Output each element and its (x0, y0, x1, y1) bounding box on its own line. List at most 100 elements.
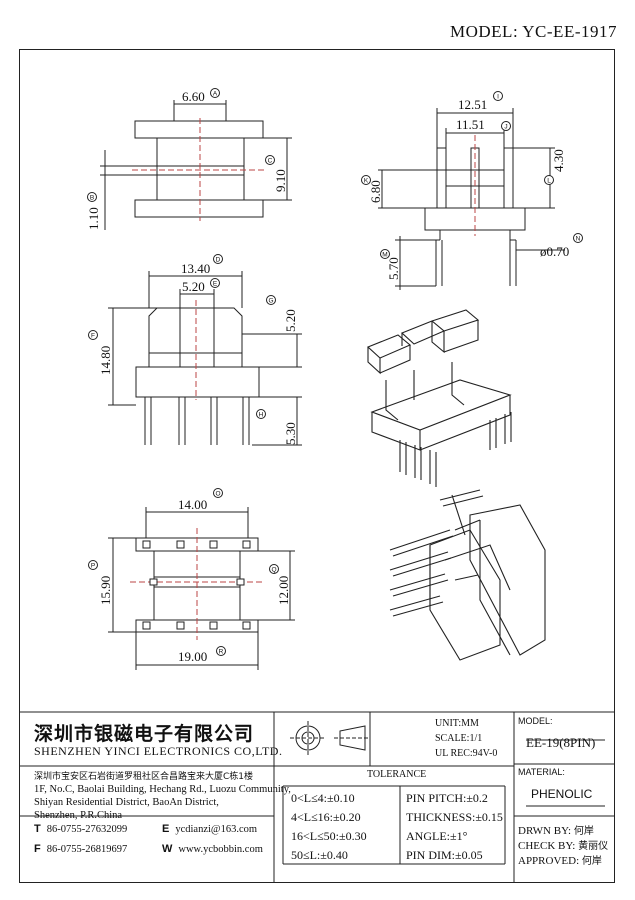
projection-symbol (290, 721, 370, 755)
web-address[interactable]: www.ycbobbin.com (178, 844, 263, 855)
address-en-1: 1F, No.C, Baolai Building, Hechang Rd., … (34, 784, 291, 795)
svg-text:A: A (213, 91, 218, 98)
dim-g-text: 5.20 (283, 309, 298, 332)
dim-r-text: 19.00 (178, 649, 207, 664)
dim-c-text: 9.10 (273, 169, 288, 192)
company-name-cn: 深圳市银磁电子有限公司 (34, 723, 255, 745)
svg-text:G: G (268, 298, 273, 305)
marker-r: R (216, 646, 226, 656)
dim-f-text: 14.80 (98, 346, 113, 375)
svg-text:R: R (219, 649, 224, 656)
tolerance-right-1: PIN PITCH:±0.2 (406, 791, 488, 805)
dim-d-text: 13.40 (181, 261, 210, 276)
title-block-grid (19, 711, 615, 883)
dim-q-text: 12.00 (276, 576, 291, 605)
dim-i-text: 12.51 (458, 97, 487, 112)
marker-l: L (544, 175, 554, 185)
tolerance-left-2: 4<L≤16:±0.20 (291, 810, 361, 824)
marker-j: J (501, 121, 511, 131)
bottom-view (108, 507, 295, 670)
ul-rec-text: UL REC:94V-0 (435, 748, 498, 759)
svg-text:E: E (213, 281, 218, 288)
phone-number: 86-0755-27632099 (46, 824, 128, 835)
marker-m: M (380, 249, 390, 259)
dim-j-text: 11.51 (456, 117, 485, 132)
address-en-3: Shenzhen, P.R.China (34, 810, 123, 821)
dim-o-text: 14.00 (178, 497, 207, 512)
dim-m-text: 5.70 (386, 257, 401, 280)
marker-b: B (87, 192, 97, 202)
email-label: E (162, 823, 170, 835)
tolerance-left-3: 16<L≤50:±0.30 (291, 829, 367, 843)
tolerance-left-4: 50≤L:±0.40 (291, 848, 348, 862)
marker-i: I (493, 91, 503, 101)
tolerance-right-3: ANGLE:±1° (406, 829, 468, 843)
marker-o: O (213, 488, 223, 498)
svg-text:N: N (576, 236, 581, 243)
email-address[interactable]: ycdianzi@163.com (175, 824, 258, 835)
svg-text:P: P (91, 563, 95, 570)
svg-text:M: M (382, 252, 387, 259)
model-number: MODEL: YC-EE-1917 (450, 22, 617, 41)
dim-e-text: 5.20 (182, 279, 205, 294)
dim-h-text: 5.30 (283, 422, 298, 445)
marker-a: A (210, 88, 220, 98)
model-value: EE-19(8PIN) (526, 735, 596, 750)
drawn-by-row: DRWN BY: 何岸 (518, 822, 594, 837)
check-by-label: CHECK BY: (518, 840, 576, 852)
tolerance-title: TOLERANCE (367, 769, 427, 780)
side-view (378, 108, 565, 290)
svg-text:H: H (259, 412, 264, 419)
address-cn: 深圳市宝安区石岩街道罗租社区合昌路宝来大厦C栋1楼 (34, 772, 254, 782)
svg-text:C: C (268, 158, 273, 165)
fax-number: 86-0755-26819697 (46, 844, 128, 855)
dim-l-text: 4.30 (551, 149, 566, 172)
svg-text:O: O (215, 491, 220, 498)
tolerance-left-1: 0<L≤4:±0.10 (291, 791, 355, 805)
drawn-by-name: 何岸 (573, 826, 594, 837)
web-label: W (162, 843, 173, 855)
marker-g: G (266, 295, 276, 305)
scale-text: SCALE:1/1 (435, 733, 483, 744)
svg-text:L: L (547, 178, 551, 185)
dim-n-text: ø0.70 (540, 244, 569, 259)
svg-text:Q: Q (271, 567, 276, 574)
isometric-view-lower (389, 489, 546, 661)
marker-h: H (256, 409, 266, 419)
svg-text:F: F (91, 333, 95, 340)
marker-n: N (573, 233, 583, 243)
material-label: MATERIAL: (518, 767, 565, 777)
svg-text:D: D (216, 257, 221, 264)
check-by-row: CHECK BY: 黄丽仪 (518, 837, 608, 852)
marker-p: P (88, 560, 98, 570)
fax-label: F (34, 843, 41, 855)
company-name-en: SHENZHEN YINCI ELECTRONICS CO,LTD. (34, 744, 283, 758)
address-en-2: Shiyan Residential District, BaoAn Distr… (34, 797, 219, 808)
model-label: MODEL: (518, 716, 553, 726)
phone-label: T (34, 823, 41, 835)
dim-b-text: 1.10 (86, 207, 101, 230)
svg-text:J: J (504, 124, 507, 131)
marker-d: D (213, 254, 223, 264)
top-view (100, 100, 292, 230)
marker-q: Q (269, 564, 279, 574)
dim-p-text: 15.90 (98, 576, 113, 605)
marker-f: F (88, 330, 98, 340)
approved-name: 何岸 (581, 856, 602, 867)
front-view (108, 271, 302, 446)
drawing-frame (19, 49, 615, 883)
material-value: PHENOLIC (531, 787, 593, 801)
fax-line: F 86-0755-26819697 (34, 843, 127, 855)
check-by-name: 黄丽仪 (578, 841, 609, 852)
marker-k: K (361, 175, 371, 185)
isometric-view-upper (366, 309, 512, 487)
approved-row: APPROVED: 何岸 (518, 852, 602, 867)
svg-text:K: K (364, 178, 369, 185)
svg-text:B: B (90, 195, 94, 202)
unit-text: UNIT:MM (435, 718, 479, 729)
tolerance-right-4: PIN DIM:±0.05 (406, 848, 483, 862)
approved-label: APPROVED: (518, 855, 580, 867)
